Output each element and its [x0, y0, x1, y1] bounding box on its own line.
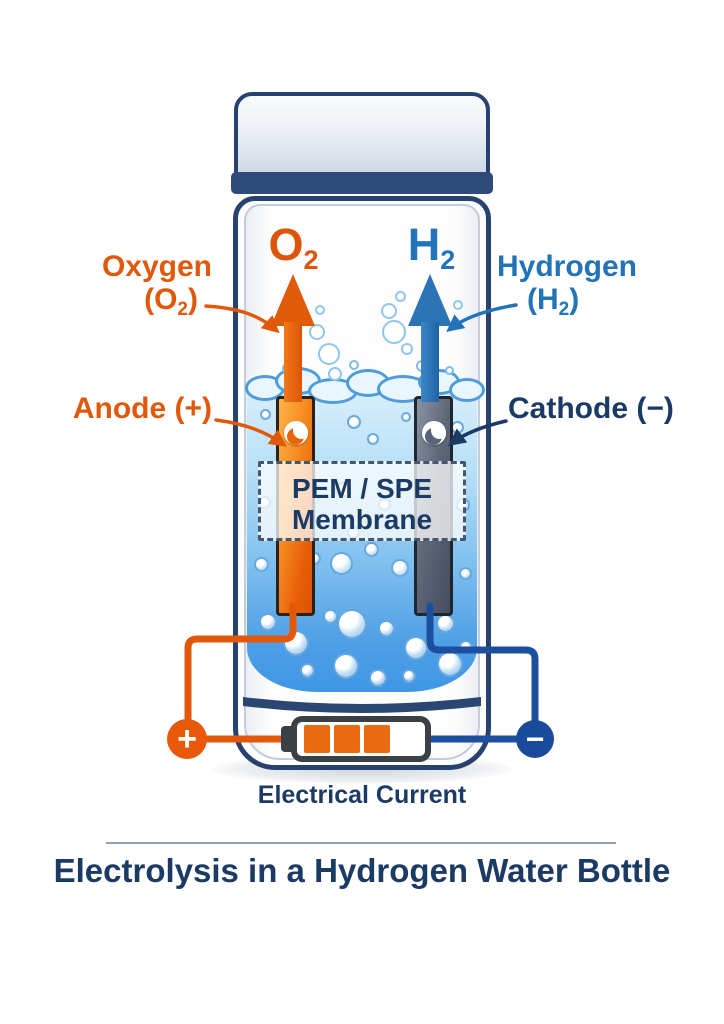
page-title: Electrolysis in a Hydrogen Water Bottle: [53, 852, 671, 889]
water-bubble-decoration: [259, 408, 271, 420]
water-bubble-decoration: [283, 630, 309, 656]
minus-sign: −: [525, 720, 545, 757]
water-bubble-decoration: [391, 559, 409, 577]
gas-bubble-decoration: [328, 367, 342, 381]
water-bubble-decoration: [299, 662, 315, 678]
anode-button-icon: [283, 421, 308, 445]
water-bubble-decoration: [367, 433, 379, 445]
water-bubble-decoration: [458, 566, 472, 580]
cathode-label: Cathode (−): [508, 392, 674, 425]
hydrogen-label-formula: (H2): [527, 283, 580, 320]
hydrogen-label-name: Hydrogen: [497, 250, 638, 283]
cathode-button-icon: [421, 421, 446, 445]
hydrogen-gas-symbol: H2: [389, 219, 473, 275]
battery-cell: [304, 725, 330, 753]
gas-bubble-decoration: [382, 320, 406, 344]
divider-line: [106, 842, 616, 844]
hydrogen-symbol: H: [407, 219, 440, 270]
battery-charge-level: [297, 722, 425, 756]
gas-bubble-decoration: [318, 343, 340, 365]
hydrogen-subscript: 2: [440, 245, 455, 275]
gas-bubble-decoration: [315, 305, 325, 315]
water-bubble-decoration: [404, 636, 428, 660]
gas-bubble-decoration: [453, 300, 463, 310]
water-splash-decoration: [449, 378, 485, 402]
water-bubble-decoration: [459, 640, 473, 654]
water-bubble-decoration: [259, 613, 277, 631]
oxygen-subscript: 2: [303, 245, 318, 275]
oxygen-arrow-shaft: [284, 322, 302, 402]
hydrogen-up-arrow-icon: [408, 274, 452, 326]
gas-bubble-decoration: [401, 343, 413, 355]
water-droplet-decoration: [444, 365, 454, 375]
bottle-cap: [234, 92, 490, 180]
membrane-label-line1: PEM / SPE: [291, 473, 433, 504]
oxygen-symbol: O: [268, 219, 303, 270]
water-bubble-decoration: [322, 608, 338, 624]
membrane-box: PEM / SPE Membrane: [258, 461, 466, 541]
water-bubble-decoration: [402, 669, 416, 683]
anode-label: Anode (+): [72, 392, 212, 425]
oxygen-label-formula: (O2): [144, 283, 198, 320]
battery-cell: [364, 725, 390, 753]
water-bubble-decoration: [437, 651, 463, 677]
water-bubble-decoration: [337, 609, 367, 639]
water-bubble-decoration: [329, 551, 353, 575]
water-bubble-decoration: [253, 556, 269, 572]
water-bubble-decoration: [401, 412, 411, 422]
water-bubble-decoration: [363, 541, 379, 557]
battery-cell: [334, 725, 360, 753]
gas-bubble-decoration: [381, 303, 397, 319]
water-bubble-decoration: [347, 415, 361, 429]
gas-bubble-decoration: [394, 290, 406, 302]
battery-icon: [291, 716, 431, 762]
water-bubble-decoration: [369, 669, 387, 687]
water-droplet-decoration: [349, 360, 359, 370]
gas-bubble-decoration: [309, 324, 325, 340]
water-bubble-decoration: [377, 619, 395, 637]
water-bubble-decoration: [333, 653, 359, 679]
water-bubble-decoration: [435, 613, 455, 633]
electrical-current-label: Electrical Current: [257, 781, 467, 809]
oxygen-up-arrow-icon: [271, 274, 315, 326]
hydrogen-arrow-shaft: [421, 322, 439, 402]
hydrogen-label: Hydrogen (H2): [497, 250, 667, 320]
bottle-cap-band: [231, 172, 493, 194]
membrane-label-line2: Membrane: [291, 504, 433, 535]
oxygen-label: Oxygen (O2): [50, 250, 212, 320]
minus-terminal-icon: −: [516, 720, 554, 758]
oxygen-gas-symbol: O2: [251, 219, 335, 275]
plus-terminal-icon: +: [167, 719, 207, 759]
plus-sign: +: [177, 719, 197, 758]
oxygen-label-name: Oxygen: [101, 250, 212, 283]
